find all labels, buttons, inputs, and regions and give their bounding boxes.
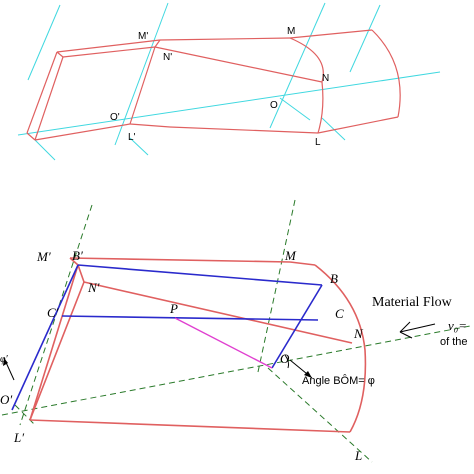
top-edge <box>317 116 399 134</box>
bottom-edge <box>69 257 79 266</box>
top-label-m-prime: M' <box>138 31 148 42</box>
top-edge <box>169 126 319 134</box>
bottom-label-m-prime: M′ <box>36 249 51 264</box>
material-flow-arrow <box>399 331 413 339</box>
blue-line <box>271 284 323 369</box>
bottom-label-o-prime: O′ <box>0 392 12 407</box>
bottom-label-c-prime: C′ <box>47 305 59 320</box>
bottom-label-phi-prime: φ′ <box>0 354 9 365</box>
bottom-label-n: N <box>353 326 364 341</box>
magenta-line <box>174 317 273 369</box>
phi-prime-arrowhead <box>3 358 8 366</box>
top-edge <box>154 46 323 83</box>
bottom-edge <box>289 261 316 266</box>
angle-arc <box>284 354 290 369</box>
top-label-n: N <box>322 73 329 84</box>
v0-label: v₀= <box>448 318 467 333</box>
top-axis-line <box>17 71 441 136</box>
top-axis-line <box>129 137 149 156</box>
bottom-label-m: M <box>284 248 297 263</box>
top-outline <box>26 29 401 141</box>
material-flow-arrow <box>399 323 436 333</box>
top-edge <box>34 123 131 141</box>
top-edge <box>56 51 64 58</box>
angle-label: Angle BÔM= φ <box>302 374 375 387</box>
top-edge <box>129 123 171 128</box>
top-edge <box>62 46 156 58</box>
bottom-edge <box>29 419 351 433</box>
top-edge <box>26 132 36 141</box>
material-flow-label: Material Flow <box>372 295 453 310</box>
dashed-guide <box>267 367 373 463</box>
material-flow-arrow <box>399 321 411 333</box>
top-edge <box>159 37 291 41</box>
top-label-n-prime: N' <box>163 52 172 63</box>
top-axis-line <box>269 2 326 129</box>
dashed-guide <box>1 325 471 416</box>
top-axis-line <box>321 117 346 141</box>
top-edge <box>56 39 161 53</box>
bottom-label-l: L <box>354 448 362 463</box>
bottom-label-b-prime: B′ <box>72 248 83 263</box>
top-axis-line <box>349 4 381 73</box>
top-label-m: M <box>287 26 295 37</box>
top-axis-line <box>279 97 311 121</box>
bottom-label-o: O <box>280 351 290 366</box>
bottom-arc <box>314 264 367 433</box>
bottom-dashed-lines <box>1 199 471 463</box>
top-label-l-prime: L' <box>128 132 136 143</box>
bottom-blue-lines <box>11 264 323 411</box>
bottom-outline <box>29 257 367 433</box>
top-label-l: L <box>315 137 321 148</box>
bottom-edge <box>29 264 79 421</box>
bottom-label-p: P <box>169 301 178 316</box>
of-the-label: of the <box>440 336 468 348</box>
bottom-edge <box>69 257 291 263</box>
top-edge <box>26 51 58 134</box>
bottom-edge <box>77 264 85 283</box>
top-axis-lines <box>17 2 441 161</box>
bottom-label-l-prime: L′ <box>13 430 24 445</box>
top-label-o-prime: O' <box>110 112 120 123</box>
bottom-diagram: M′ B′ M B N′ C′ P C N O O′ L′ L φ′ Angle… <box>0 199 471 463</box>
top-diagram: M' N' O' L' M N O L <box>17 2 441 161</box>
blue-line <box>77 264 323 286</box>
top-edge <box>129 46 156 125</box>
top-axis-line <box>34 139 56 161</box>
angle-pointer-arrowhead <box>304 371 312 378</box>
blue-line <box>11 264 79 411</box>
top-axis-line <box>27 4 61 81</box>
blue-line <box>61 315 319 321</box>
top-edge <box>34 56 64 141</box>
bottom-edge <box>29 281 85 421</box>
top-axis-line <box>114 2 169 146</box>
top-arc <box>289 37 324 134</box>
top-edge <box>289 29 373 39</box>
top-arc <box>371 29 401 118</box>
dashed-guide <box>14 404 36 426</box>
top-label-o: O <box>270 100 278 111</box>
dashed-guide <box>257 199 296 373</box>
bottom-edge <box>83 281 353 344</box>
bottom-label-c: C <box>335 306 344 321</box>
bottom-label-n-prime: N′ <box>87 280 100 295</box>
bottom-label-b: B <box>330 271 338 286</box>
top-edge <box>154 39 161 48</box>
